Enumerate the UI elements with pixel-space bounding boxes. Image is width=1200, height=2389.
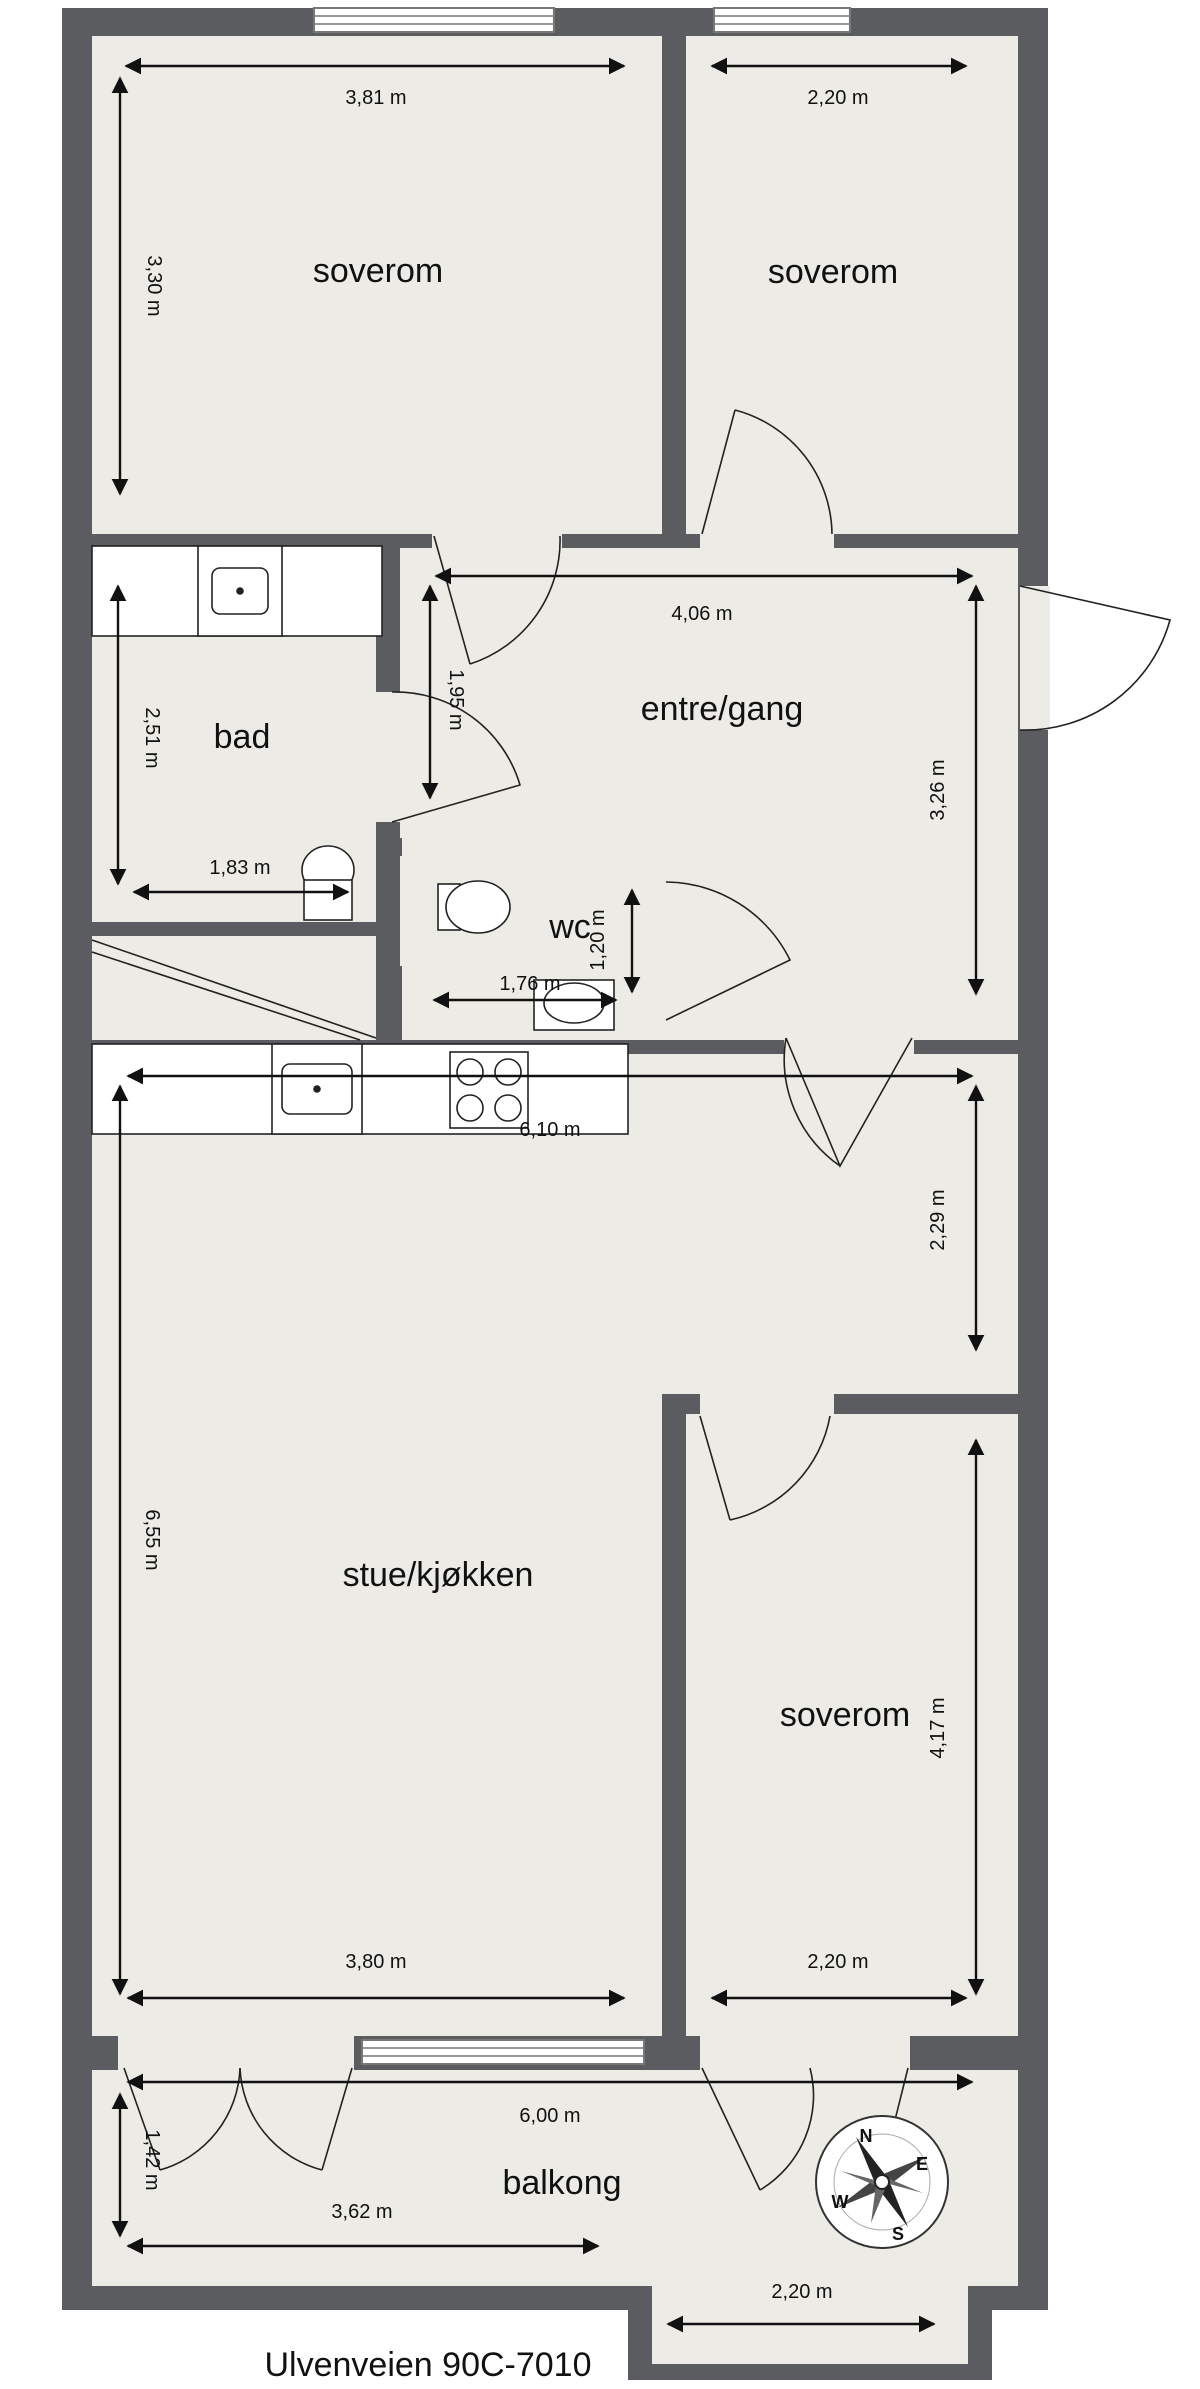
compass-west: W (832, 2192, 849, 2212)
windows (313, 7, 1050, 2065)
dim-living-right-depth: 2,29 m (927, 1189, 949, 1250)
dim-bedroom-br-width: 2,20 m (807, 1951, 868, 1973)
address-title: Ulvenveien 90C-7010 (265, 2346, 592, 2384)
dim-living-depth: 6,55 m (141, 1509, 163, 1570)
room-label-bedroom-bottom-right: soverom (780, 1696, 910, 1734)
dim-balcony-left: 3,62 m (331, 2201, 392, 2223)
compass: N E S W (815, 2115, 949, 2249)
room-labels: soverom soverom bad entre/gang wc stue/k… (214, 252, 911, 2202)
dim-wc-depth: 1,20 m (587, 909, 609, 970)
dim-bedroom-tl-width: 3,81 m (345, 87, 406, 109)
room-label-bedroom-top-right: soverom (768, 253, 898, 291)
bedroom-top-right-floor (686, 36, 1018, 534)
room-label-hallway: entre/gang (641, 690, 804, 728)
room-label-living-kitchen: stue/kjøkken (343, 1556, 534, 1594)
room-label-wc: wc (548, 908, 591, 946)
compass-south: S (892, 2224, 904, 2244)
storage-floor (92, 936, 376, 1040)
wc-anteroom-floor (400, 856, 436, 966)
room-label-bathroom: bad (214, 718, 271, 756)
floors (92, 36, 1018, 2364)
dimension-lines (109, 57, 985, 2333)
living-floor (92, 1054, 662, 2036)
wc-toilet (445, 880, 511, 934)
room-label-balcony: balkong (502, 2164, 621, 2202)
dim-hall-width: 4,06 m (671, 603, 732, 625)
dim-kitchen-width: 6,10 m (519, 1119, 580, 1141)
bedroom-top-left-floor (92, 36, 662, 534)
dim-bedroom-tr-width: 2,20 m (807, 87, 868, 109)
dim-balcony-width: 6,00 m (519, 2105, 580, 2127)
dim-bedroom-tl-depth: 3,30 m (143, 255, 165, 316)
dim-balcony-depth: 1,42 m (141, 2129, 163, 2190)
compass-north: N (860, 2126, 873, 2146)
living-right-floor (662, 1054, 1018, 1394)
dimension-labels: 3,81 m 3,30 m 2,20 m 4,06 m 3,26 m 1,95 … (141, 87, 949, 2303)
dim-bedroom-br-depth: 4,17 m (927, 1697, 949, 1758)
door-openings (118, 530, 914, 2074)
dim-bath-width: 1,83 m (209, 857, 270, 879)
dim-living-width: 3,80 m (345, 1951, 406, 1973)
dim-hall-inner: 1,95 m (445, 669, 467, 730)
fixtures (91, 545, 629, 1135)
dim-hall-depth: 3,26 m (927, 759, 949, 820)
compass-east: E (916, 2154, 928, 2174)
dim-bath-depth: 2,51 m (141, 707, 163, 768)
dim-wc-width: 1,76 m (499, 973, 560, 995)
dim-balcony-ext: 2,20 m (771, 2281, 832, 2303)
room-label-bedroom-top-left: soverom (313, 252, 443, 290)
